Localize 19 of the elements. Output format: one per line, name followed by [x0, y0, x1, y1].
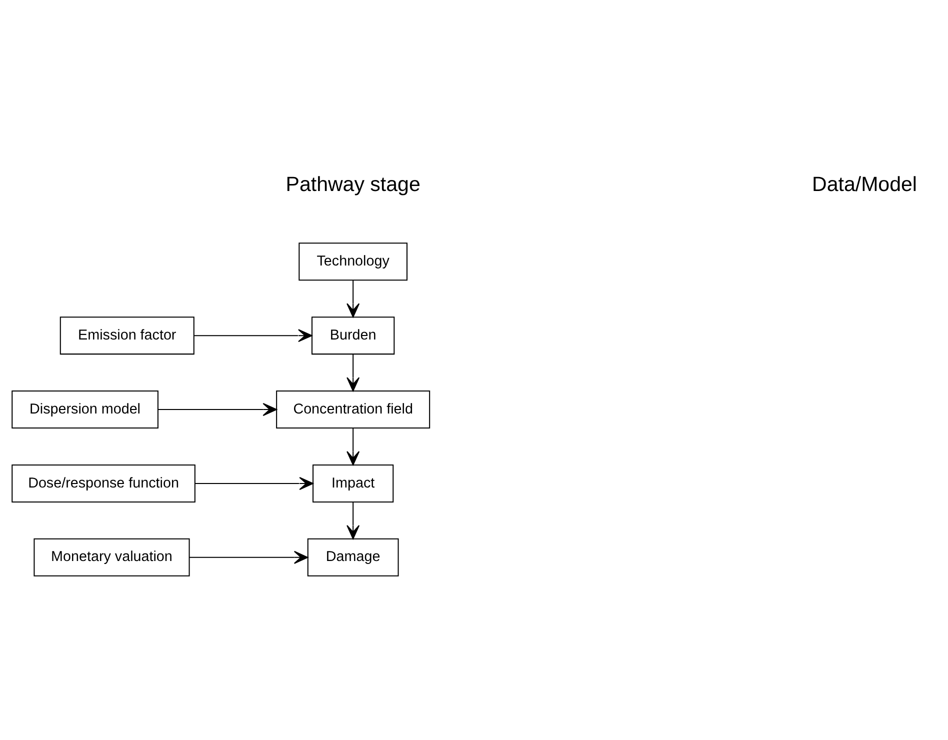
node-box: Damage [307, 538, 399, 576]
node-box: Dispersion model [12, 390, 158, 428]
arrow [346, 280, 360, 317]
arrow [195, 476, 314, 490]
node-box: Dose/response function [12, 464, 196, 502]
node-box: Emission factor [60, 316, 194, 354]
node-box: Technology [298, 242, 408, 280]
arrow [346, 428, 360, 465]
arrow [190, 550, 308, 564]
arrow [346, 354, 360, 391]
arrow [346, 502, 360, 539]
arrow [158, 402, 278, 416]
label: Pathway stage [286, 172, 420, 196]
label: Data/Model [812, 172, 917, 196]
arrow [194, 328, 312, 342]
node-box: Burden [311, 316, 395, 354]
node-box: Concentration field [276, 390, 430, 428]
node-box: Impact [312, 464, 394, 502]
node-box: Monetary valuation [34, 538, 190, 576]
